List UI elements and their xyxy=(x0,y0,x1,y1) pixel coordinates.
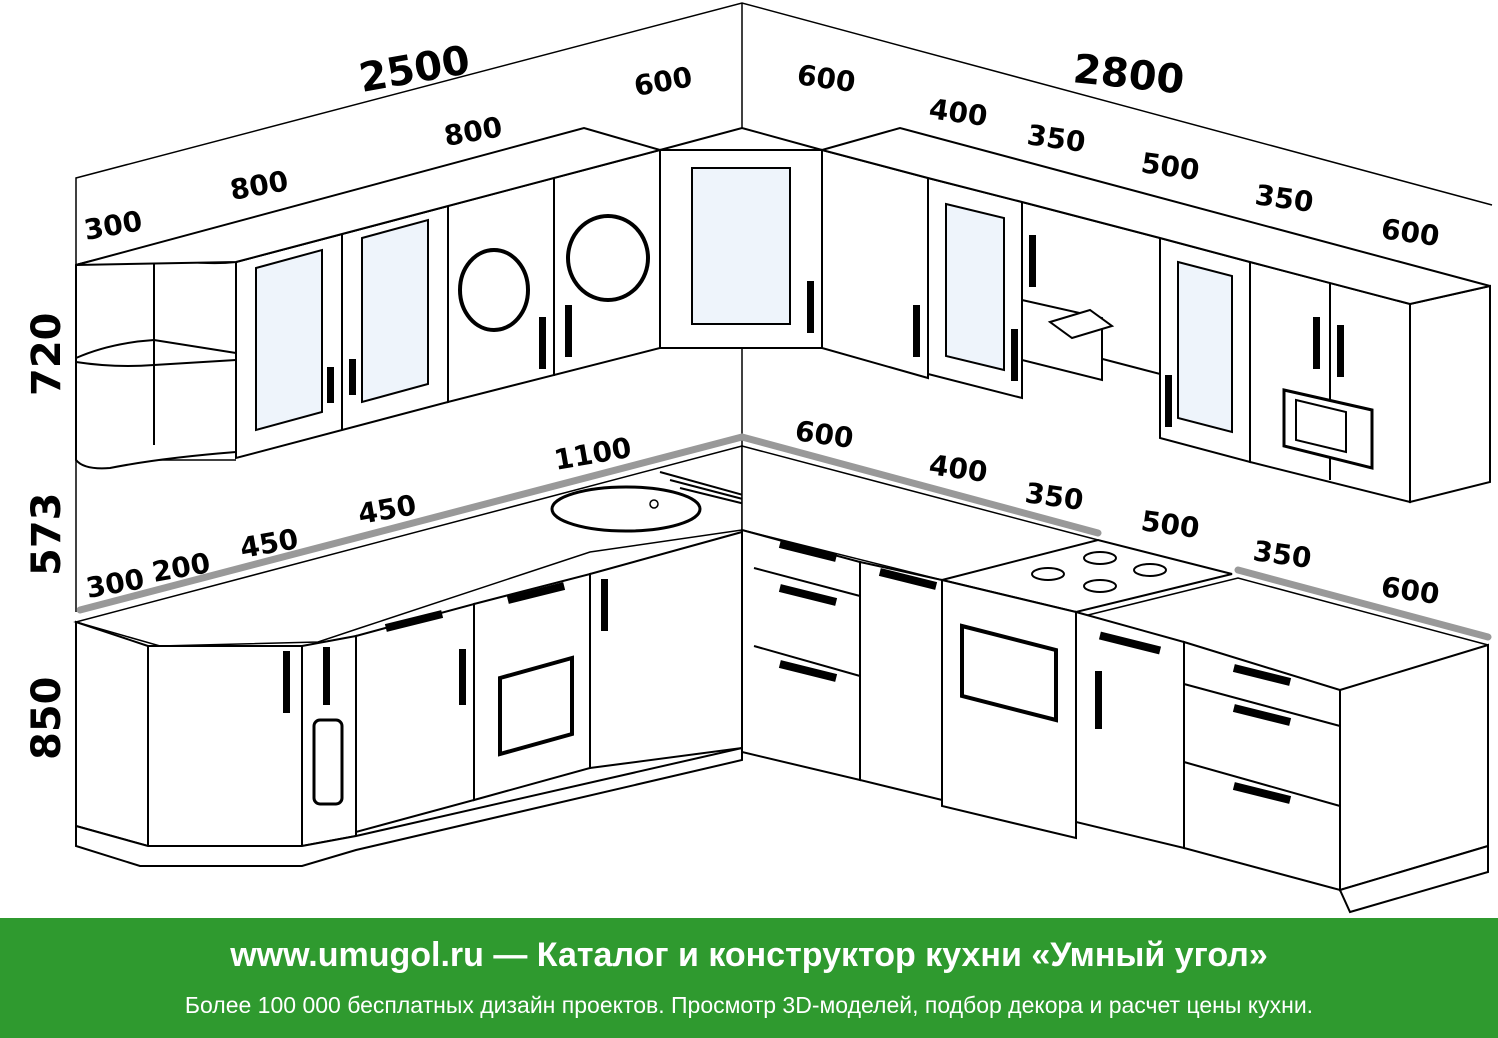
dim-height-gap: 573 xyxy=(24,493,70,577)
base-cabinets-right xyxy=(741,528,1489,914)
base-cabinets-left xyxy=(75,530,743,867)
dim-upper-left-2: 800 xyxy=(227,164,290,207)
upper-cabinets-right xyxy=(818,126,1491,504)
dim-upper-right-2: 350 xyxy=(1025,118,1087,159)
dim-upper-right-1: 400 xyxy=(927,92,989,133)
countertop-edge xyxy=(76,433,1492,641)
footer-title-link[interactable]: www.umugol.ru — Каталог и конструктор ку… xyxy=(230,936,1268,974)
dim-base-right-6: 600 xyxy=(1379,570,1441,611)
dim-base-right-3: 350 xyxy=(1023,476,1085,517)
sink xyxy=(550,485,702,533)
dim-upper-left-1: 300 xyxy=(81,204,144,247)
dim-upper-right-5: 600 xyxy=(1379,212,1441,253)
cutlery-icon xyxy=(458,248,530,332)
dim-upper-corner-right: 600 xyxy=(795,58,857,99)
dim-base-right-2: 400 xyxy=(927,448,989,489)
dim-upper-left-3: 800 xyxy=(441,110,504,153)
dim-base-left-3: 450 xyxy=(237,522,300,565)
footer-banner: www.umugol.ru — Каталог и конструктор ку… xyxy=(0,918,1498,1038)
upper-cabinets-left xyxy=(75,126,823,470)
cooktop xyxy=(941,538,1233,614)
cutlery-icon xyxy=(566,214,650,302)
dim-height-base: 850 xyxy=(24,677,70,761)
kitchen-drawing: 2500 2800 300 800 800 600 600 400 350 50… xyxy=(24,2,1493,914)
bottle-icon xyxy=(312,718,344,806)
dimension-labels-base: 300 200 450 450 1100 600 400 350 500 350… xyxy=(83,414,1441,611)
dimension-labels-height: 720 573 850 xyxy=(24,313,70,761)
dim-height-upper: 720 xyxy=(24,313,70,397)
dim-base-right-1: 600 xyxy=(793,414,855,455)
dim-top-right-total: 2800 xyxy=(1071,46,1187,103)
dishwasher-icon xyxy=(498,655,574,757)
dim-upper-corner-left: 600 xyxy=(631,60,694,103)
dim-base-right-4: 500 xyxy=(1139,504,1201,545)
dim-base-right-5: 350 xyxy=(1251,534,1313,575)
dim-top-left-total: 2500 xyxy=(356,37,474,102)
dim-upper-right-3: 500 xyxy=(1139,146,1201,187)
dim-upper-right-4: 350 xyxy=(1253,178,1315,219)
footer-subtitle: Более 100 000 бесплатных дизайн проектов… xyxy=(184,992,1314,1018)
dim-base-left-2: 200 xyxy=(149,546,212,589)
